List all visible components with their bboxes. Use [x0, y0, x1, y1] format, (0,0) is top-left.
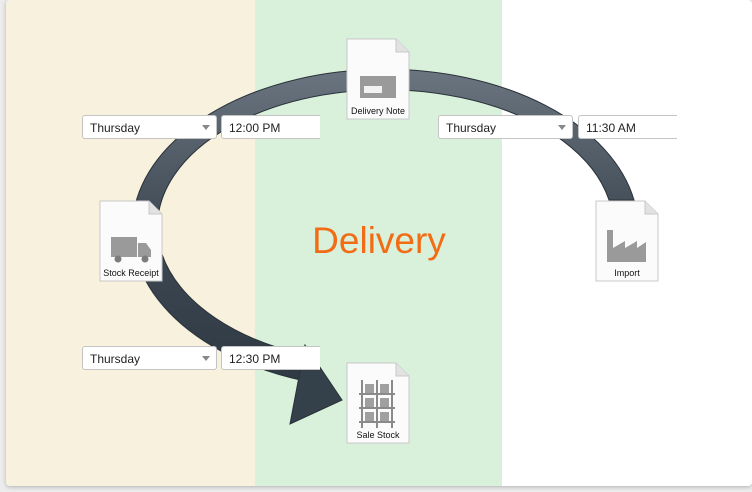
chevron-down-icon [558, 125, 566, 130]
time-input-top-right[interactable]: 11:30 AM [578, 115, 677, 139]
factory-icon [607, 230, 646, 262]
sale-stock-document[interactable]: Sale Stock [346, 362, 410, 444]
truck-icon [111, 237, 151, 263]
sale-stock-label: Sale Stock [356, 430, 400, 440]
day-select-top-right[interactable]: Thursday [438, 115, 573, 139]
time-input-bottom-left[interactable]: 12:30 PM [221, 346, 320, 370]
workflow-card: Delivery Delivery Note Stock Receipt [6, 0, 752, 486]
chevron-down-icon [202, 356, 210, 361]
time-input-value: 11:30 AM [586, 121, 636, 135]
stock-receipt-label: Stock Receipt [103, 268, 159, 278]
day-select-top-left[interactable]: Thursday [82, 115, 217, 139]
envelope-icon [360, 76, 396, 98]
delivery-note-document[interactable]: Delivery Note [346, 38, 410, 120]
import-label: Import [614, 268, 640, 278]
process-title: Delivery [312, 220, 446, 261]
import-document[interactable]: Import [595, 200, 659, 282]
day-select-bottom-left[interactable]: Thursday [82, 346, 217, 370]
day-select-value: Thursday [90, 121, 141, 135]
time-input-value: 12:00 PM [229, 121, 281, 135]
day-select-value: Thursday [446, 121, 497, 135]
chevron-down-icon [202, 125, 210, 130]
shelves-icon [359, 380, 395, 428]
delivery-note-label: Delivery Note [350, 106, 406, 116]
day-select-value: Thursday [90, 352, 141, 366]
stock-receipt-document[interactable]: Stock Receipt [99, 200, 163, 282]
time-input-value: 12:30 PM [229, 352, 281, 366]
time-input-top-left[interactable]: 12:00 PM [221, 115, 320, 139]
